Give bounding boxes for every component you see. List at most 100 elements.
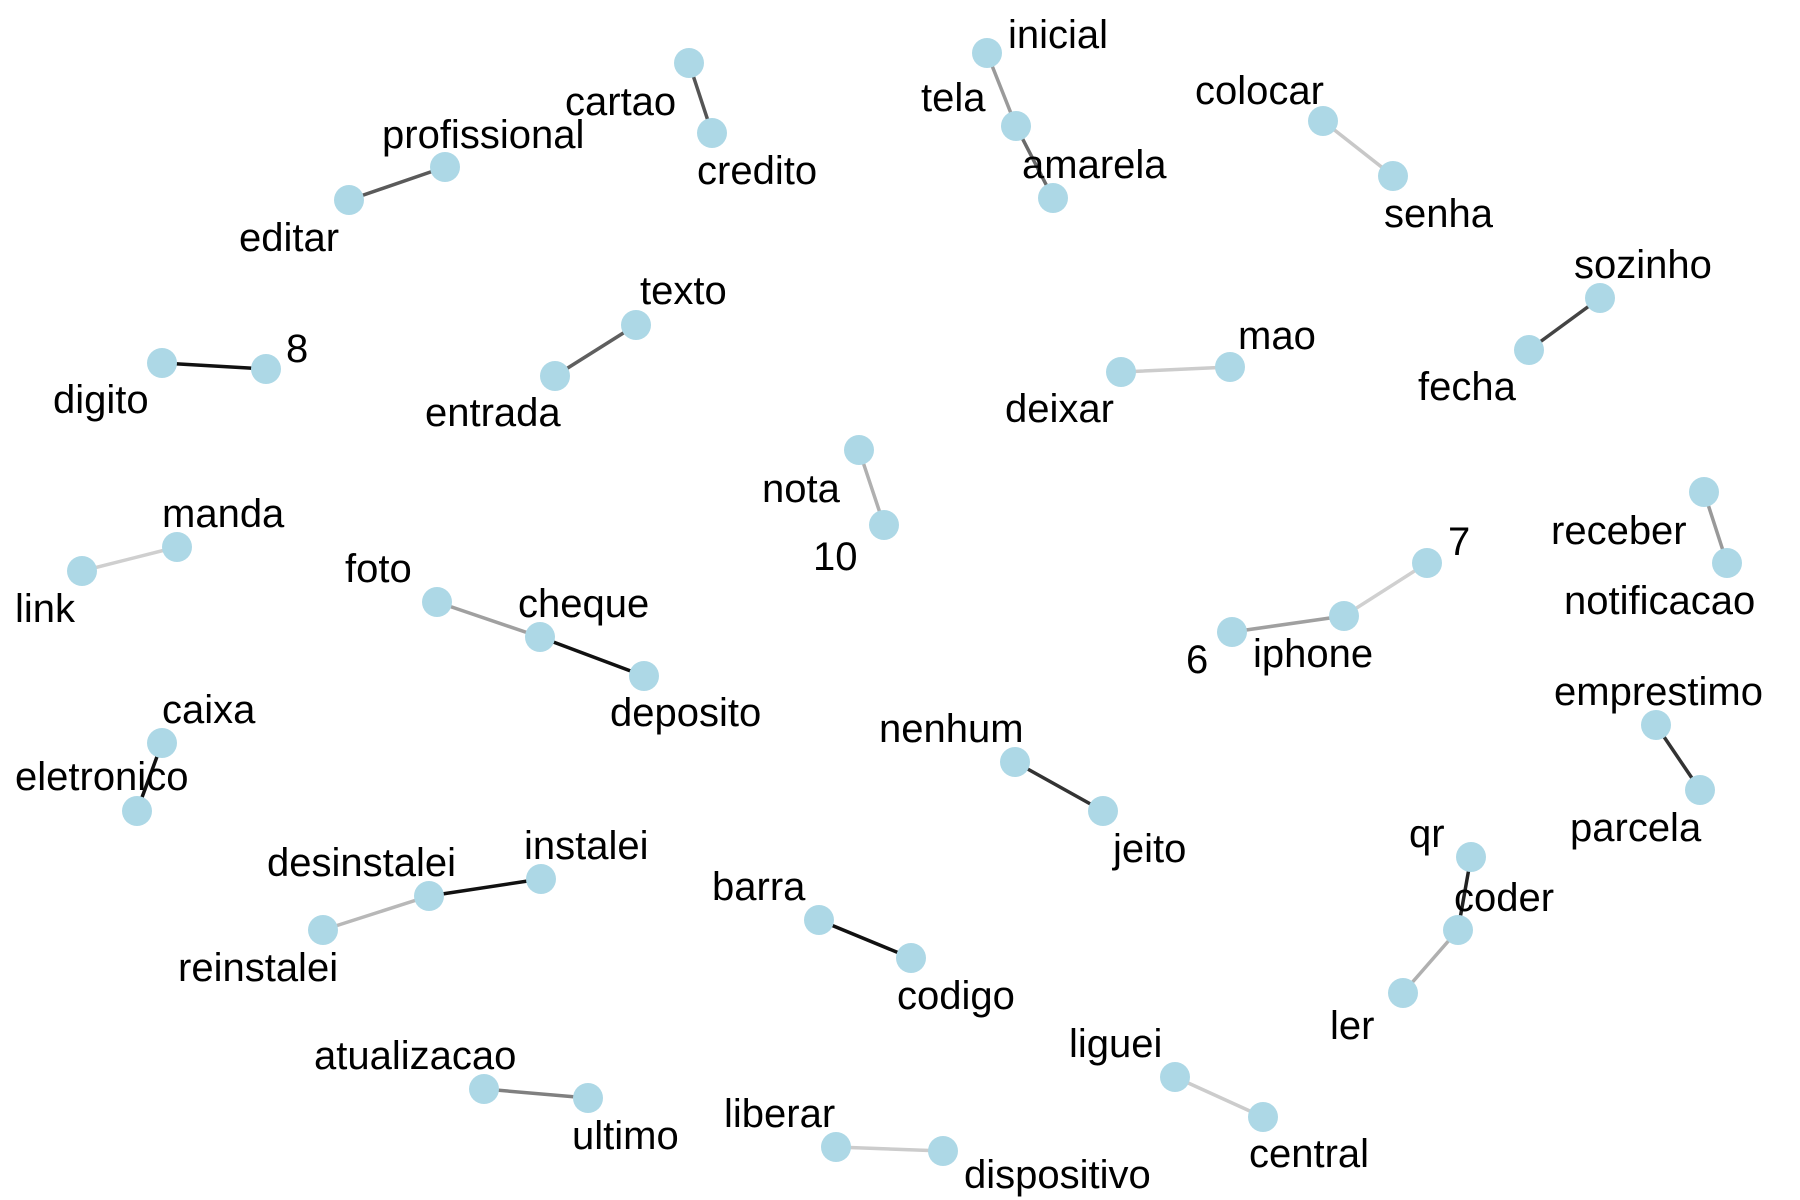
node-8 — [251, 354, 281, 384]
label-senha: senha — [1384, 192, 1494, 236]
node-receber — [1689, 477, 1719, 507]
edge-digito-8 — [160, 361, 268, 371]
node-emprestimo — [1641, 710, 1671, 740]
label-7: 7 — [1448, 520, 1470, 564]
label-8: 8 — [286, 327, 308, 371]
node-caixa — [147, 728, 177, 758]
label-notificacao: notificacao — [1564, 579, 1755, 623]
node-cartao — [674, 48, 704, 78]
label-6: 6 — [1186, 638, 1208, 682]
edge-atualizacao-ultimo — [482, 1087, 590, 1100]
node-desinstalei — [414, 881, 444, 911]
label-ler: ler — [1330, 1004, 1374, 1048]
label-editar: editar — [239, 216, 339, 260]
label-nota: nota — [762, 467, 841, 511]
label-reinstalei: reinstalei — [178, 946, 338, 990]
label-digito: digito — [53, 378, 149, 422]
edge-deixar-mao — [1119, 365, 1232, 374]
node-senha — [1378, 161, 1408, 191]
node-10 — [869, 510, 899, 540]
node-liberar — [821, 1132, 851, 1162]
edge-link-manda — [80, 545, 179, 573]
node-digito — [147, 348, 177, 378]
label-coder: coder — [1454, 876, 1554, 920]
node-fecha — [1514, 335, 1544, 365]
label-iphone: iphone — [1253, 632, 1373, 676]
edge-desinstalei-instalei — [427, 877, 543, 898]
label-credito: credito — [697, 149, 817, 193]
edge-entrada-texto — [553, 323, 638, 378]
label-receber: receber — [1551, 509, 1687, 553]
label-cheque: cheque — [518, 582, 649, 626]
edge-liberar-dispositivo — [834, 1145, 945, 1153]
edge-reinstalei-desinstalei — [321, 894, 431, 932]
label-central: central — [1249, 1132, 1369, 1176]
label-amarela: amarela — [1022, 143, 1167, 187]
label-deixar: deixar — [1005, 387, 1114, 431]
node-tela — [1001, 111, 1031, 141]
node-6 — [1217, 617, 1247, 647]
label-jeito: jeito — [1112, 827, 1186, 871]
edge-6-iphone — [1230, 614, 1346, 634]
node-inicial — [972, 38, 1002, 68]
label-tela: tela — [921, 76, 986, 120]
label-nenhum: nenhum — [879, 707, 1024, 751]
node-nota — [844, 435, 874, 465]
label-mao: mao — [1238, 314, 1316, 358]
edge-nenhum-jeito — [1013, 760, 1105, 813]
label-foto: foto — [345, 547, 412, 591]
label-manda: manda — [162, 492, 285, 536]
node-link — [67, 556, 97, 586]
node-qr — [1456, 842, 1486, 872]
node-foto — [422, 587, 452, 617]
node-notificacao — [1712, 548, 1742, 578]
node-sozinho — [1585, 283, 1615, 313]
node-liguei — [1160, 1062, 1190, 1092]
edge-editar-profissional — [347, 165, 447, 202]
node-profissional — [430, 152, 460, 182]
label-parcela: parcela — [1570, 806, 1702, 850]
node-entrada — [540, 361, 570, 391]
node-deixar — [1106, 357, 1136, 387]
label-instalei: instalei — [524, 824, 649, 868]
node-instalei — [526, 864, 556, 894]
label-entrada: entrada — [425, 391, 561, 435]
label-barra: barra — [712, 865, 806, 909]
label-atualizacao: atualizacao — [314, 1034, 516, 1078]
label-colocar: colocar — [1195, 69, 1324, 113]
label-fecha: fecha — [1418, 365, 1517, 409]
label-link: link — [15, 587, 76, 631]
label-dispositivo: dispositivo — [964, 1153, 1151, 1197]
node-editar — [334, 185, 364, 215]
labels-layer: cartaocreditoprofissionaleditarinicialte… — [15, 13, 1763, 1197]
node-amarela — [1038, 183, 1068, 213]
label-texto: texto — [640, 269, 727, 313]
label-qr: qr — [1409, 812, 1445, 856]
node-7 — [1412, 548, 1442, 578]
edge-cheque-deposito — [538, 635, 646, 678]
node-coder — [1443, 915, 1473, 945]
edge-iphone-7 — [1342, 561, 1429, 618]
label-caixa: caixa — [162, 688, 256, 732]
label-codigo: codigo — [897, 974, 1015, 1018]
node-credito — [697, 118, 727, 148]
node-mao — [1215, 352, 1245, 382]
label-deposito: deposito — [610, 691, 761, 735]
node-ultimo — [573, 1083, 603, 1113]
label-10: 10 — [813, 535, 858, 579]
node-cheque — [525, 622, 555, 652]
label-cartao: cartao — [565, 80, 676, 124]
label-ultimo: ultimo — [572, 1114, 679, 1158]
node-manda — [162, 532, 192, 562]
label-inicial: inicial — [1008, 13, 1108, 57]
label-liberar: liberar — [724, 1092, 835, 1136]
label-sozinho: sozinho — [1574, 243, 1712, 287]
node-iphone — [1329, 601, 1359, 631]
node-colocar — [1308, 106, 1338, 136]
node-texto — [621, 310, 651, 340]
node-codigo — [896, 943, 926, 973]
node-barra — [804, 905, 834, 935]
edge-liguei-central — [1173, 1075, 1265, 1119]
label-eletronico: eletronico — [15, 755, 188, 799]
